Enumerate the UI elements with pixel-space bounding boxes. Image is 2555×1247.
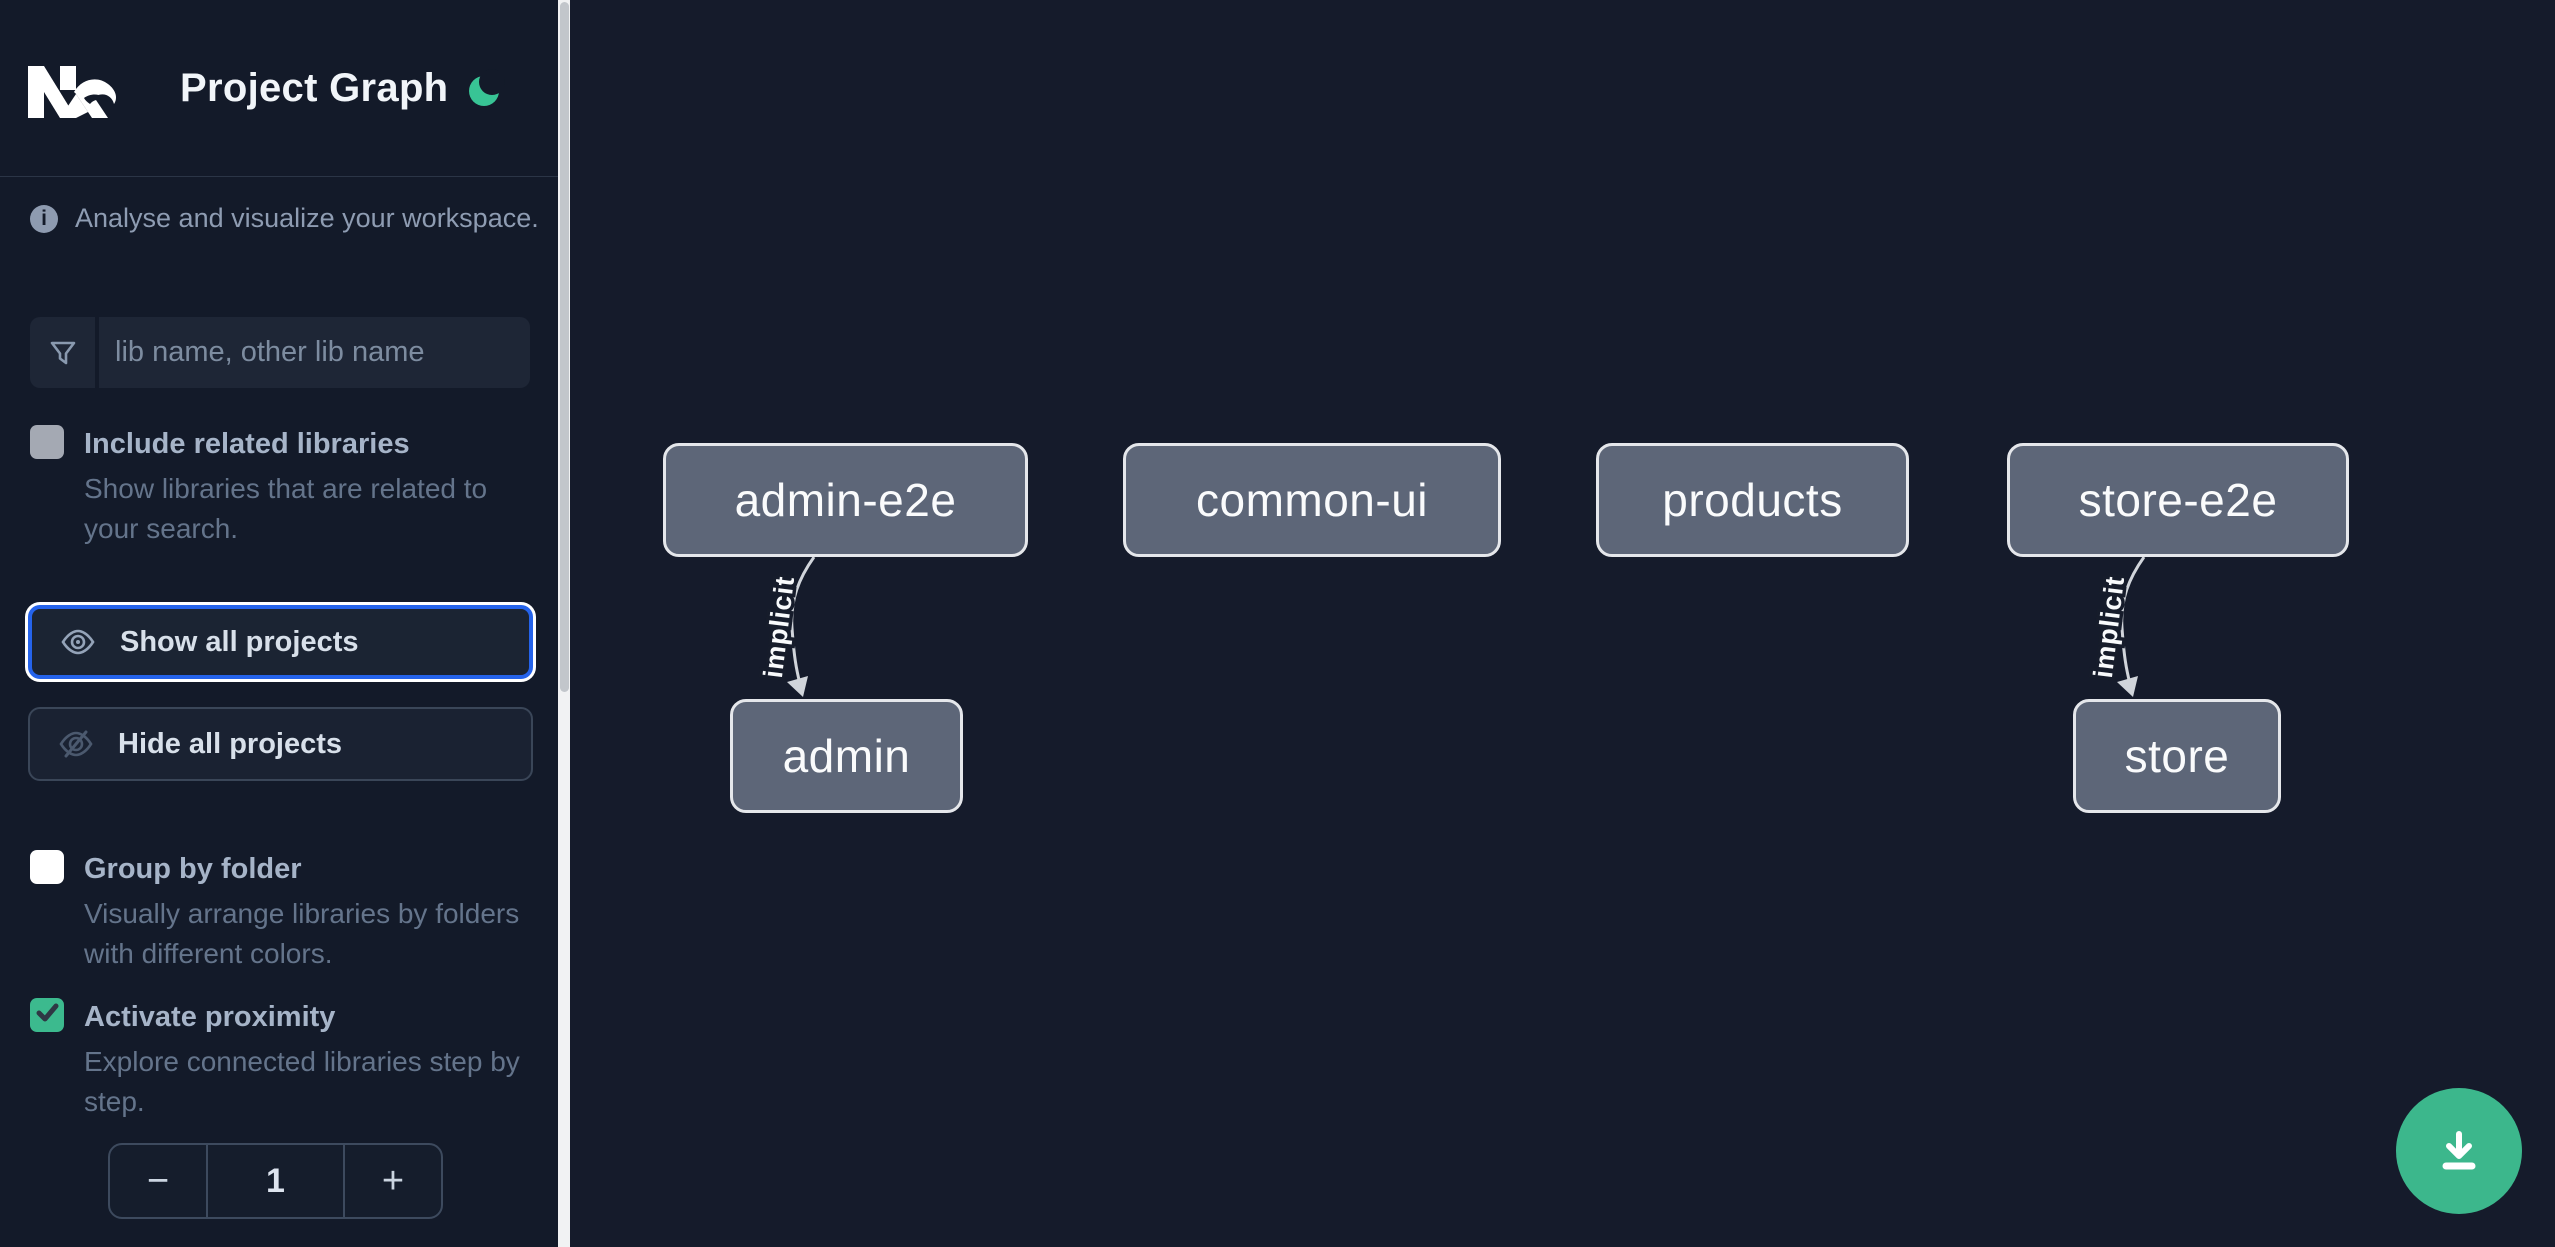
decrement-button[interactable]: − [110, 1145, 206, 1217]
option-description: Show libraries that are related to your … [84, 473, 488, 544]
page-title: Project Graph [180, 66, 449, 110]
checkmark-icon [33, 999, 61, 1032]
proximity-depth-stepper: − 1 + [108, 1143, 443, 1219]
eye-off-icon [58, 726, 94, 762]
graph-node-common-ui[interactable]: common-ui [1123, 443, 1501, 557]
download-icon [2431, 1122, 2487, 1181]
edge-admin-e2e-admin [790, 556, 816, 685]
group-by-folder-checkbox[interactable] [30, 850, 64, 884]
hide-all-projects-button[interactable]: Hide all projects [28, 707, 533, 781]
tagline-row: i Analyse and visualize your workspace. [30, 203, 539, 234]
tagline-text: Analyse and visualize your workspace. [75, 203, 539, 233]
option-description: Explore connected libraries step by step… [84, 1046, 520, 1117]
option-label: Include related libraries [84, 428, 410, 460]
filter-icon [30, 317, 99, 388]
sidebar-scrollbar-thumb[interactable] [560, 2, 569, 692]
edge-label-implicit: implicit [758, 574, 800, 679]
show-all-projects-button[interactable]: Show all projects [28, 605, 533, 679]
option-description: Visually arrange libraries by folders wi… [84, 898, 520, 969]
option-label: Group by folder [84, 853, 302, 885]
search-input[interactable] [99, 317, 530, 388]
graph-node-products[interactable]: products [1596, 443, 1909, 557]
option-label: Activate proximity [84, 1001, 336, 1033]
graph-node-admin[interactable]: admin [730, 699, 963, 813]
edge-arrowhead [2117, 676, 2138, 697]
graph-node-admin-e2e[interactable]: admin-e2e [663, 443, 1028, 557]
graph-node-store-e2e[interactable]: store-e2e [2007, 443, 2349, 557]
theme-toggle-button[interactable] [462, 66, 510, 114]
edge-label-implicit: implicit [2088, 574, 2130, 679]
sidebar-header: Project Graph [0, 0, 558, 177]
show-all-projects-label: Show all projects [120, 625, 359, 658]
search-box [30, 317, 530, 388]
nx-logo [24, 52, 128, 133]
graph-node-store[interactable]: store [2073, 699, 2281, 813]
eye-icon [60, 624, 96, 660]
edge-store-e2e-store [2120, 556, 2146, 685]
download-image-button[interactable] [2396, 1088, 2522, 1214]
edge-arrowhead [787, 676, 808, 697]
activate-proximity-checkbox[interactable] [30, 998, 64, 1032]
increment-button[interactable]: + [345, 1145, 441, 1217]
proximity-depth-value: 1 [206, 1145, 345, 1217]
include-related-checkbox[interactable] [30, 425, 64, 459]
info-icon: i [30, 204, 58, 233]
moon-icon [464, 68, 508, 114]
sidebar: Project Graph i Analyse and visualize yo… [0, 0, 558, 1247]
sidebar-scrollbar-track[interactable] [558, 0, 570, 1247]
hide-all-projects-label: Hide all projects [118, 727, 343, 760]
